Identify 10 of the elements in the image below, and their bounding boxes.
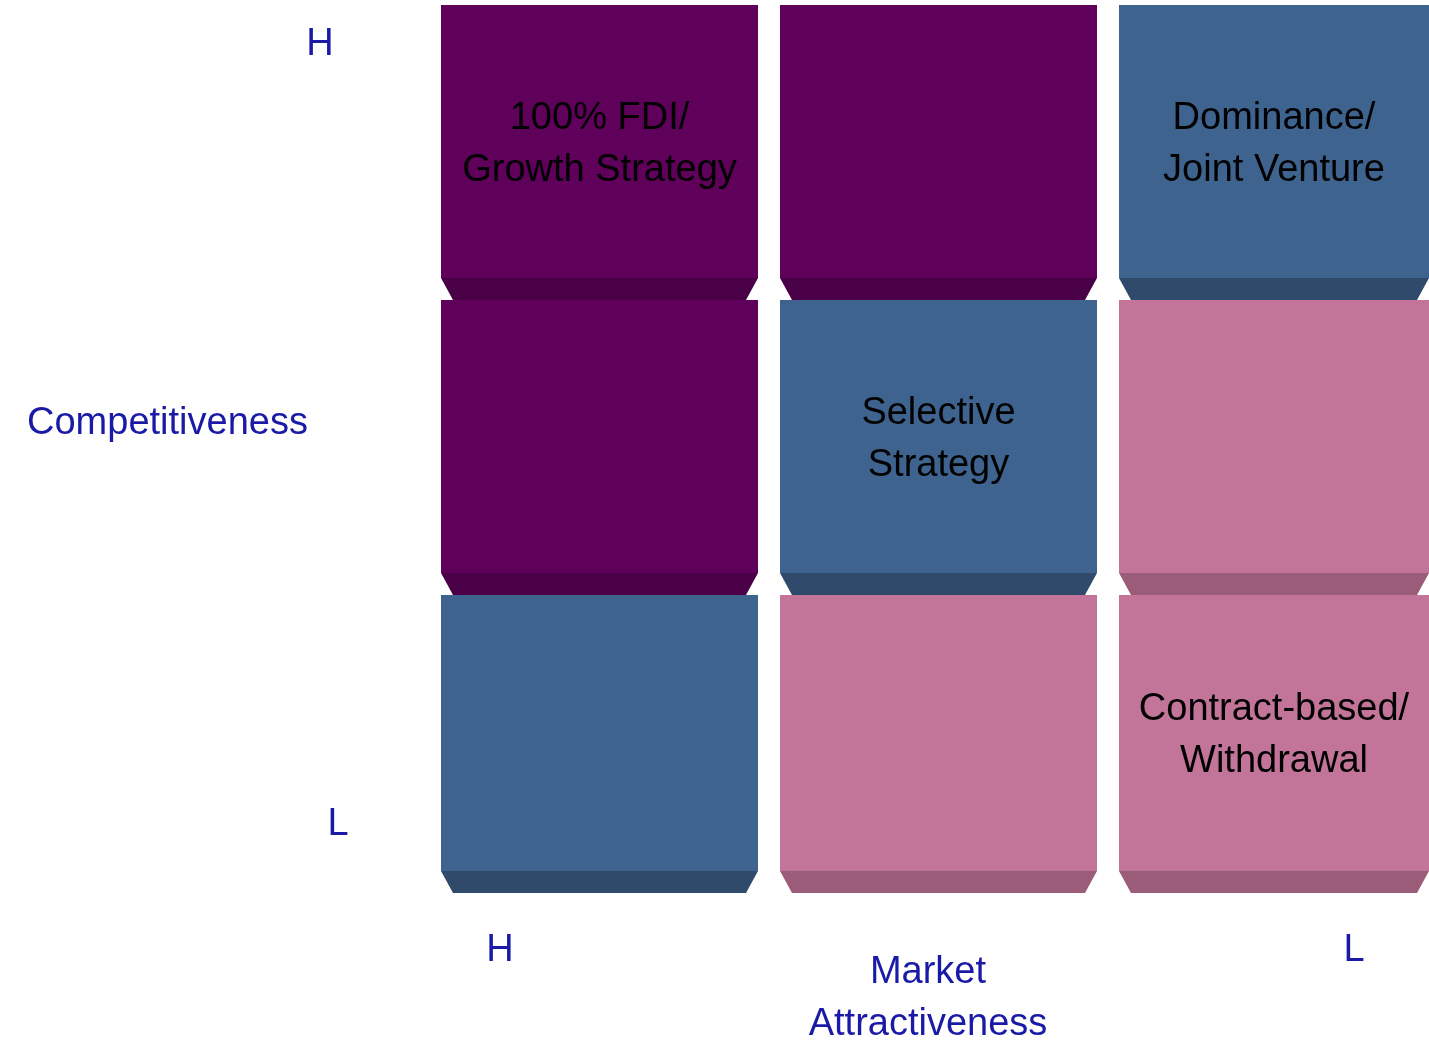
axis-level-label: L xyxy=(1342,926,1366,971)
tile-label: 100% FDI/ Growth Strategy xyxy=(461,93,738,191)
axis-level-label: L xyxy=(326,800,350,845)
tile-label: Contract-based/ Withdrawal xyxy=(1137,685,1411,782)
tile-label: Dominance/ Joint Venture xyxy=(1162,93,1386,191)
axis-title: Competitiveness xyxy=(26,399,309,444)
axis-title: Market Attractiveness xyxy=(807,948,1049,1040)
tile-label: Selective Strategy xyxy=(860,388,1017,486)
axis-level-label: H xyxy=(485,926,515,971)
axis-level-label: H xyxy=(305,20,335,65)
